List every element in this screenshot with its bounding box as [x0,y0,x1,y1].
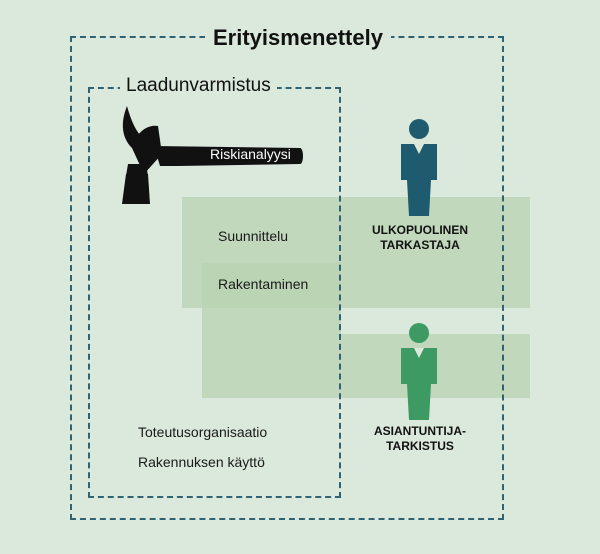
external-inspector-label-line2: TARKASTAJA [380,238,460,252]
external-inspector-label-line1: ULKOPUOLINEN [372,223,468,237]
diagram-title: Erityismenettely [205,24,391,52]
quality-assurance-title: Laadunvarmistus [120,74,277,98]
phase-construction: Rakentaminen [218,276,309,292]
external-inspector-figure-icon [401,119,437,216]
expert-inspector-label-line2: TARKISTUS [386,439,454,453]
expert-inspector-label-line1: ASIANTUNTIJA- [374,424,466,438]
hammer-label: Riskianalyysi [210,146,291,162]
expert-inspector-label: ASIANTUNTIJA- TARKISTUS [368,424,472,454]
phase-planning: Suunnittelu [218,228,289,244]
implementation-organization-label: Toteutusorganisaatio [138,424,268,440]
external-inspector-label: ULKOPUOLINEN TARKASTAJA [370,223,470,253]
building-use-label: Rakennuksen käyttö [138,454,265,470]
hammer-icon [122,106,303,204]
construction-band [202,263,341,398]
expert-inspector-figure-icon [401,323,437,420]
